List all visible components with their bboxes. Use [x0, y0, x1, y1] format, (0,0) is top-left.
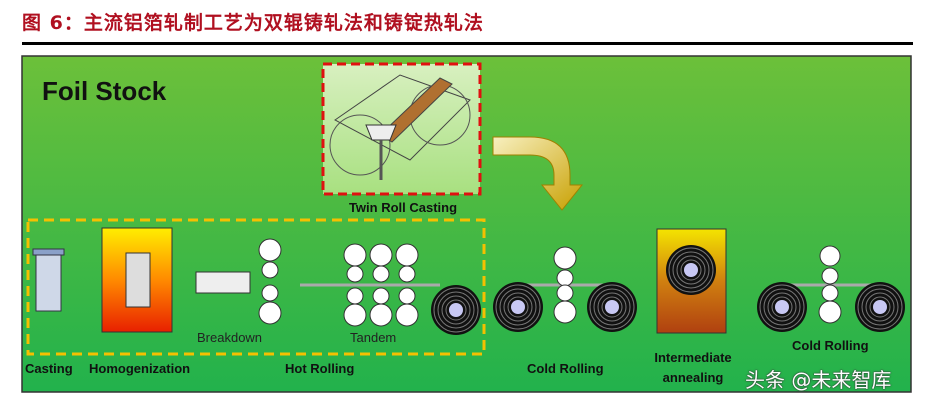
coil-icon [854, 281, 906, 333]
annealing-coil-icon [665, 244, 717, 296]
homogenization-label: Homogenization [89, 361, 190, 376]
hot-coil-icon [430, 284, 482, 336]
coil-icon [492, 281, 544, 333]
breakdown-rolls [258, 238, 282, 325]
breakdown-slab [195, 271, 251, 294]
twin-roll-casting-label: Twin Roll Casting [349, 200, 457, 215]
annealing-label: annealing [663, 370, 724, 385]
cold-rolling-label-2: Cold Rolling [792, 338, 869, 353]
coil-icon [756, 281, 808, 333]
cold-rolling-label: Cold Rolling [527, 361, 604, 376]
flow-arrow-icon [492, 136, 584, 211]
title-rule [22, 42, 913, 45]
intermediate-label: Intermediate [654, 350, 731, 365]
diagram-heading: Foil Stock [42, 76, 167, 106]
tandem-label: Tandem [350, 330, 396, 345]
cold-rolls-2 [818, 245, 842, 324]
breakdown-label: Breakdown [197, 330, 262, 345]
cold-rolls-1 [553, 246, 577, 324]
twin-roll-caster-illustration [321, 62, 482, 196]
figure-title: 图 6：主流铝箔轧制工艺为双辊铸轧法和铸锭热轧法 [22, 12, 484, 34]
ingot-icon [32, 248, 65, 312]
hot-rolling-box [26, 218, 486, 356]
tandem-rolls [343, 243, 419, 327]
coil-icon [586, 281, 638, 333]
casting-label: Casting [25, 361, 73, 376]
watermark: 头条 @未来智库 [745, 368, 892, 392]
hot-rolling-label: Hot Rolling [285, 361, 354, 376]
